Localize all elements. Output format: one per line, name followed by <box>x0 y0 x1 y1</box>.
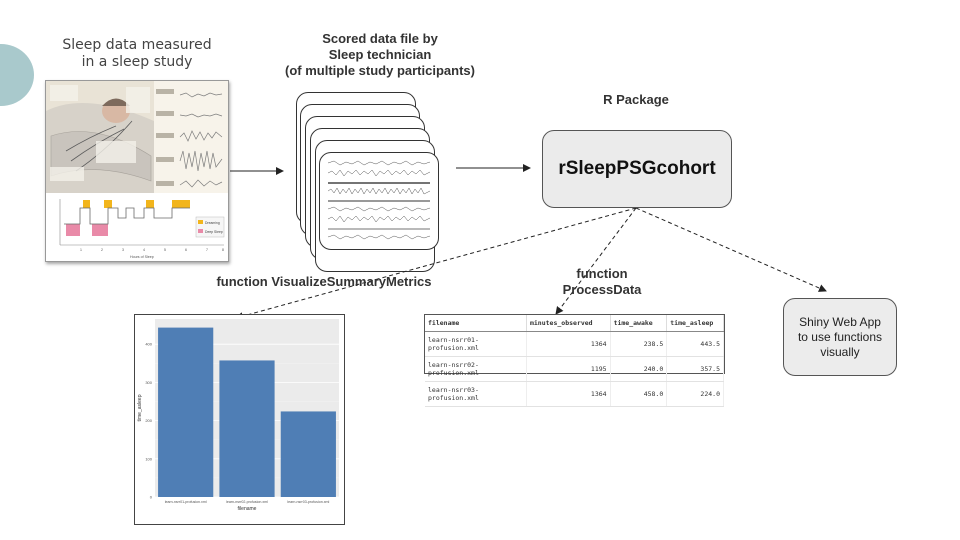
eeg-traces <box>327 160 431 240</box>
arrow-package-to-process <box>555 207 637 315</box>
cell-time-awake: 240.0 <box>610 356 668 382</box>
cell-filename: learn-nsrr02-profusion.xml <box>425 356 527 382</box>
y-tick-label: 100 <box>145 456 152 461</box>
package-box: rSleepPSGcohort <box>542 130 732 208</box>
svg-text:5: 5 <box>164 248 166 252</box>
svg-text:2: 2 <box>101 248 103 252</box>
table-row: learn-nsrr03-profusion.xml 1364 458.0 22… <box>425 381 724 407</box>
y-tick-label: 300 <box>145 380 152 385</box>
cell-filename: learn-nsrr01-profusion.xml <box>425 331 527 357</box>
table-header-row: filename minutes_observed time_awake tim… <box>425 315 724 332</box>
hypnogram-xlabel: Hours of Sleep <box>130 255 154 259</box>
legend-dreaming: Dreaming <box>205 221 220 225</box>
cell-minutes-observed: 1195 <box>526 356 611 382</box>
y-tick-label: 200 <box>145 418 152 423</box>
y-tick-label: 400 <box>145 342 152 347</box>
x-tick-label: learn-nsrr02-profusion.xml <box>226 500 268 504</box>
x-tick-label: learn-nsrr03-profusion.xml <box>287 500 329 504</box>
cell-time-asleep: 443.5 <box>666 331 724 357</box>
scored-data-caption: Scored data file by Sleep technician (of… <box>270 31 490 79</box>
bar-chart-svg: 0 100 200 300 400 learn-nsrr01-profusion.xml l… <box>137 319 339 512</box>
cell-time-awake: 458.0 <box>610 381 668 407</box>
bar <box>219 360 275 497</box>
scored-data-files <box>296 92 446 272</box>
cell-minutes-observed: 1364 <box>526 331 611 357</box>
svg-text:6: 6 <box>185 248 187 252</box>
arrow-package-to-visualize <box>235 207 637 321</box>
shiny-web-app-box: Shiny Web App to use functions visually <box>783 298 897 376</box>
r-package-label: R Package <box>603 92 669 107</box>
table-row: learn-nsrr01-profusion.xml 1364 238.5 44… <box>425 331 724 357</box>
y-axis-label: time_asleep <box>137 394 143 421</box>
x-axis-label: filename <box>238 506 257 512</box>
svg-text:8: 8 <box>222 248 224 252</box>
cell-time-awake: 238.5 <box>610 331 668 357</box>
bar <box>158 327 214 497</box>
svg-text:7: 7 <box>206 248 208 252</box>
sleep-study-svg: Dreaming Deep Sleep 1 2 3 4 5 6 7 8 Hours of … <box>46 81 228 261</box>
svg-text:1: 1 <box>80 248 82 252</box>
col-time-asleep: time_asleep <box>666 315 724 332</box>
shiny-line1: Shiny Web App <box>799 314 881 329</box>
sleep-study-caption: Sleep data measured in a sleep study <box>42 37 232 71</box>
visualize-function-label: function VisualizeSummaryMetrics <box>216 274 432 289</box>
cell-time-asleep: 224.0 <box>666 381 724 407</box>
bar <box>280 411 336 497</box>
sleep-study-caption-line2: in a sleep study <box>81 54 193 70</box>
svg-text:3: 3 <box>122 248 124 252</box>
sleep-study-illustration: Dreaming Deep Sleep 1 2 3 4 5 6 7 8 Hours of … <box>45 80 229 262</box>
summary-table: filename minutes_observed time_awake tim… <box>425 315 724 407</box>
scored-caption-line2: Sleep technician <box>328 47 432 62</box>
col-time-awake: time_awake <box>610 315 668 332</box>
visualize-summary-chart: 0 100 200 300 400 learn-nsrr01-profusion.xml l… <box>134 314 345 525</box>
sleep-study-caption-line1: Sleep data measured <box>62 37 212 53</box>
col-filename: filename <box>425 315 527 332</box>
process-data-table: filename minutes_observed time_awake tim… <box>424 314 725 407</box>
svg-text:4: 4 <box>143 248 145 252</box>
col-minutes-observed: minutes_observed <box>526 315 611 332</box>
shiny-line2: to use functions <box>797 329 883 344</box>
cell-time-asleep: 357.5 <box>666 356 724 382</box>
shiny-line3: visually <box>820 344 860 359</box>
package-name: rSleepPSGcohort <box>558 158 716 179</box>
process-label-line1: function <box>576 266 628 281</box>
table-row: learn-nsrr02-profusion.xml 1195 240.0 35… <box>425 356 724 382</box>
cell-filename: learn-nsrr03-profusion.xml <box>425 381 527 407</box>
legend-deep-sleep: Deep Sleep <box>205 230 223 234</box>
process-function-label: function ProcessData <box>544 266 660 298</box>
scored-caption-line1: Scored data file by <box>322 31 438 46</box>
cell-minutes-observed: 1364 <box>526 381 611 407</box>
data-file-card-front <box>319 152 439 250</box>
y-tick-label: 0 <box>150 495 153 500</box>
scored-caption-line3: (of multiple study participants) <box>285 63 475 78</box>
arrow-package-to-shiny <box>635 207 827 292</box>
x-tick-label: learn-nsrr01-profusion.xml <box>165 500 207 504</box>
process-label-line2: ProcessData <box>562 282 642 297</box>
